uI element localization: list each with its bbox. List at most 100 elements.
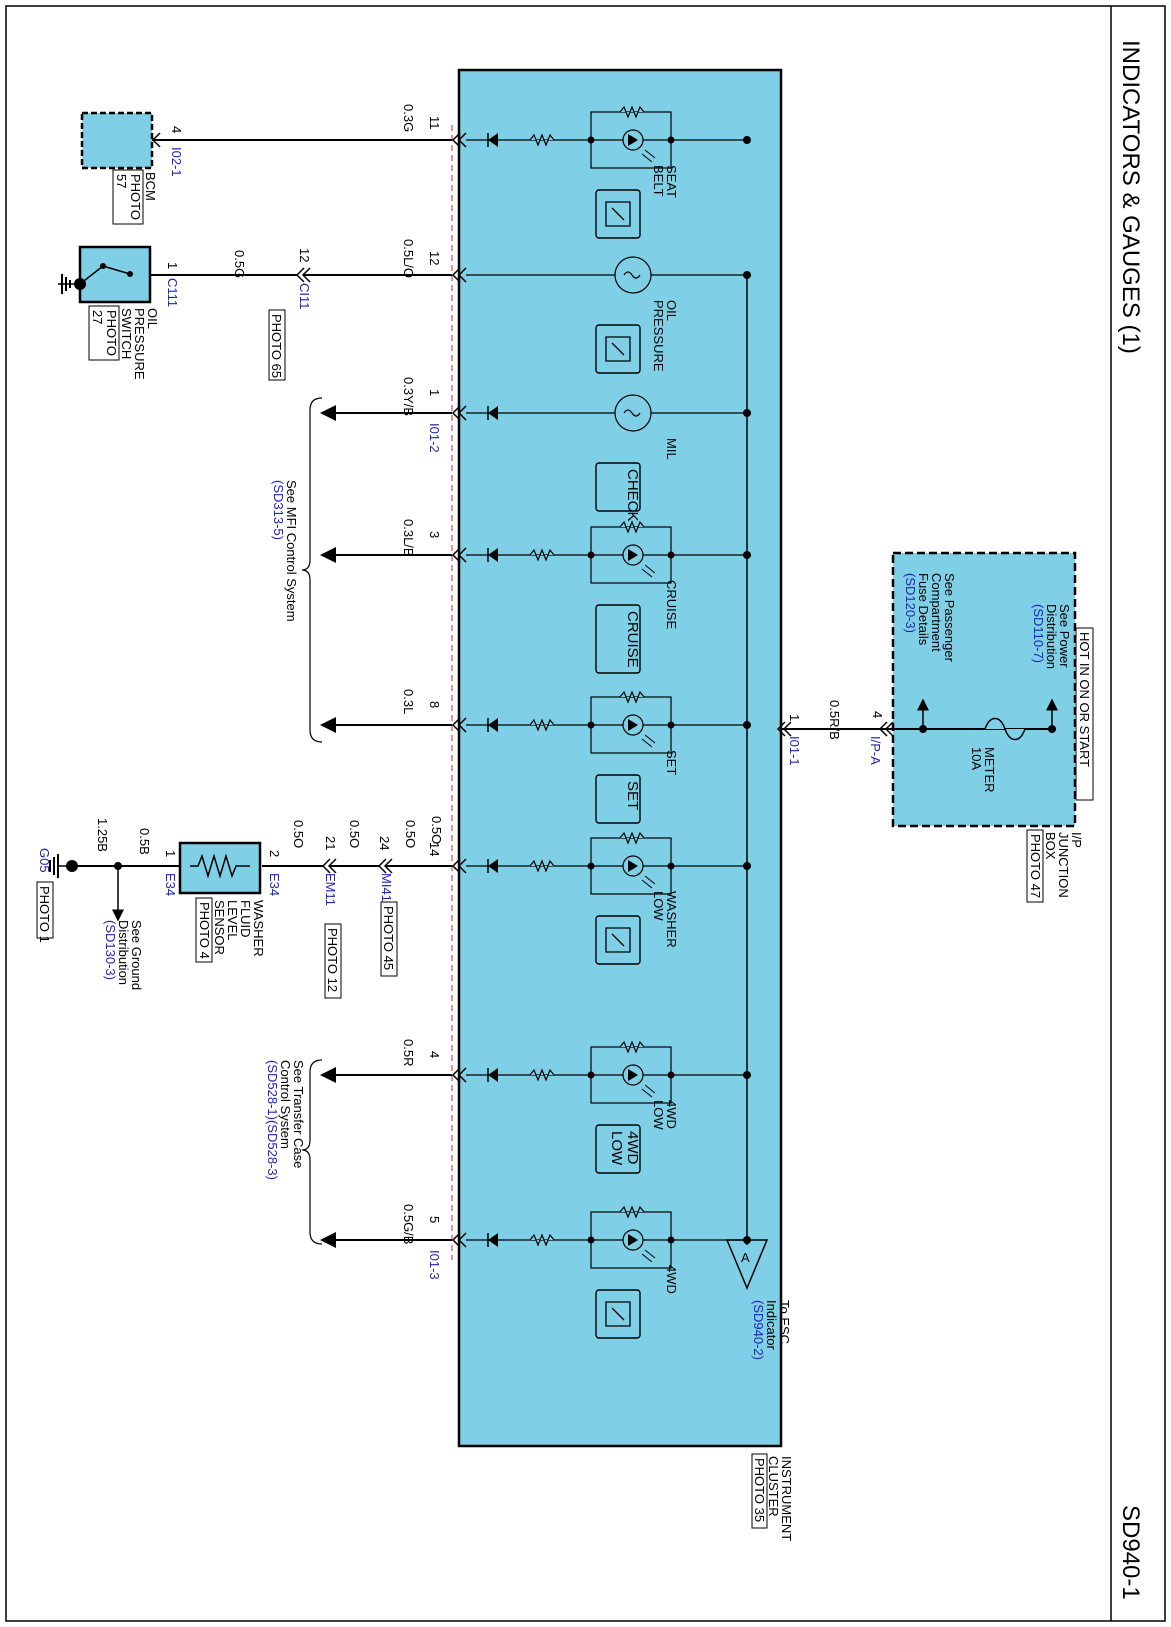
ci-conn: CI11 bbox=[297, 283, 312, 310]
power-conn: I/P-A bbox=[868, 736, 883, 765]
page-code: SD940-1 bbox=[1117, 1505, 1144, 1600]
hot-label-box bbox=[1075, 627, 1094, 801]
ci11-connector-chevron bbox=[295, 267, 311, 283]
ground-id: G05 bbox=[37, 848, 52, 873]
channel-led-ray-b-5 bbox=[641, 879, 653, 889]
channel-led-ray-b-4 bbox=[641, 738, 653, 748]
channel-led-bypass-resistor-3 bbox=[619, 520, 645, 534]
box-name-3: BOX bbox=[1043, 832, 1058, 860]
oil-conn: C111 bbox=[165, 278, 180, 307]
power-dist-ref: (SD110-7) bbox=[1031, 604, 1046, 663]
channel-bulb-2 bbox=[614, 394, 652, 432]
channel-pin-5: 14 bbox=[427, 842, 442, 856]
channel-symbol-text-6-0: 4WD bbox=[624, 1131, 641, 1165]
mfi-bracket bbox=[301, 397, 323, 743]
channel-resistor-0 bbox=[529, 133, 555, 147]
oil-name-1: OIL bbox=[145, 308, 160, 329]
washer-sensor-resistor bbox=[190, 853, 250, 879]
oil-photo-1: PHOTO bbox=[104, 310, 119, 356]
channel-led-node-b-3 bbox=[667, 551, 675, 559]
channel-bus-dot-4 bbox=[743, 721, 751, 729]
em-conn: EM11 bbox=[323, 873, 338, 906]
sensor-wire-in: 0.5O bbox=[291, 820, 306, 848]
oil-switch-contact-2 bbox=[127, 271, 133, 277]
bcm-box bbox=[80, 111, 154, 170]
channel-wire-label-5: 0.5O bbox=[429, 816, 444, 844]
channel-bus-dot-6 bbox=[743, 1071, 751, 1079]
channel-bus-dot-2 bbox=[743, 409, 751, 417]
channel-diode-5 bbox=[488, 859, 498, 873]
hot-label: HOT IN ON OR START bbox=[1077, 632, 1092, 767]
sensor-pin-in: 2 bbox=[267, 850, 282, 857]
mfi-text: See MFI Control System bbox=[284, 480, 299, 622]
fuse-name: METER bbox=[982, 747, 997, 793]
ci-pin: 12 bbox=[297, 248, 312, 262]
channel-symbol-text-2-0: CHECK bbox=[624, 469, 641, 522]
fuse-symbol bbox=[984, 717, 1026, 741]
channel-bus-dot-7 bbox=[743, 1236, 751, 1244]
oil-wire: 0.5G bbox=[232, 250, 247, 278]
channel-diode-4 bbox=[488, 718, 498, 732]
channel-label-4-0: SET bbox=[664, 750, 679, 775]
channel-bus-dot-3 bbox=[743, 551, 751, 559]
page-title: INDICATORS & GAUGES (1) bbox=[1117, 40, 1144, 354]
mi41-connector-chevron bbox=[377, 858, 393, 874]
i01-1-connector-chevron bbox=[776, 721, 792, 737]
bcm-conn: I02-1 bbox=[169, 147, 184, 177]
channel-label-6-0: 4WD bbox=[664, 1100, 679, 1129]
channel-label-1-0: OIL bbox=[664, 300, 679, 321]
box-photo-frame bbox=[1026, 829, 1044, 903]
junction-box bbox=[891, 551, 1077, 828]
channel-conn-2: I01-2 bbox=[427, 423, 442, 453]
em-photo: PHOTO 12 bbox=[325, 928, 340, 992]
channel-wire-label-1: 0.5L/O bbox=[401, 239, 416, 278]
channel-led-ray-a-6 bbox=[644, 1084, 656, 1094]
channel-symbol-glyph-5 bbox=[605, 927, 631, 953]
channel-diode-0 bbox=[488, 133, 498, 147]
oil-switch-ground-icon bbox=[58, 274, 86, 294]
channel-label-0-0: SEAT bbox=[664, 165, 679, 198]
channel-resistor-3 bbox=[529, 548, 555, 562]
sensor-name-3: LEVEL bbox=[225, 900, 240, 940]
channel-led-ray-a-0 bbox=[644, 149, 656, 159]
mfi-ref: (SD313-5) bbox=[271, 480, 286, 540]
cluster-photo-box bbox=[751, 1453, 768, 1529]
channel-label-3-0: CRUISE bbox=[664, 580, 679, 629]
channel-diode-3 bbox=[488, 548, 498, 562]
power-dist-2: Distribution bbox=[1044, 604, 1059, 669]
channel-symbol-glyph-7 bbox=[605, 1301, 631, 1327]
seatbelt-icon bbox=[595, 189, 641, 239]
channel-pin-0: 11 bbox=[427, 116, 442, 130]
channel-led-ray-b-7 bbox=[641, 1253, 653, 1263]
channel-led-node-a-7 bbox=[587, 1236, 595, 1244]
ground-dist-ref: (SD130-3) bbox=[103, 920, 118, 980]
channel-wire-label-4: 0.3L bbox=[401, 689, 416, 714]
channel-led-arrow-5 bbox=[628, 860, 638, 872]
cluster-power-conn: I01-1 bbox=[787, 736, 802, 766]
box-name-2: JUNCTION bbox=[1056, 832, 1071, 898]
washer-sensor-box bbox=[178, 841, 262, 895]
power-dist-1: See Power bbox=[1057, 604, 1072, 668]
box-name-1: I/P bbox=[1069, 832, 1084, 848]
channel-symbol-text-4-0: SET bbox=[624, 781, 641, 810]
channel-symbol-frame-4 bbox=[595, 774, 641, 824]
em-wire: 0.5O bbox=[347, 820, 362, 848]
cluster-power-pin: 1 bbox=[787, 714, 802, 721]
bcm-photo-box bbox=[112, 169, 144, 225]
out-wire: 0.5B bbox=[137, 828, 152, 855]
cruise-box: CRUISE bbox=[595, 604, 641, 674]
channel-bus-dot-0 bbox=[743, 136, 751, 144]
channel-led-ray-b-0 bbox=[641, 153, 653, 163]
mi-photo: PHOTO 45 bbox=[381, 906, 396, 970]
transfer-bracket bbox=[301, 1059, 323, 1245]
sensor-name-4: SENSOR bbox=[212, 900, 227, 955]
channel-led-node-a-5 bbox=[587, 862, 595, 870]
sensor-pin-out: 1 bbox=[163, 850, 178, 857]
channel-connector-0 bbox=[451, 132, 467, 148]
channel-bulb-filament-2 bbox=[623, 409, 641, 417]
sensor-conn-out: E34 bbox=[163, 873, 178, 896]
channel-bulb-filament-1 bbox=[623, 271, 641, 279]
mi-pin: 24 bbox=[377, 836, 392, 850]
channel-resistor-5 bbox=[529, 859, 555, 873]
